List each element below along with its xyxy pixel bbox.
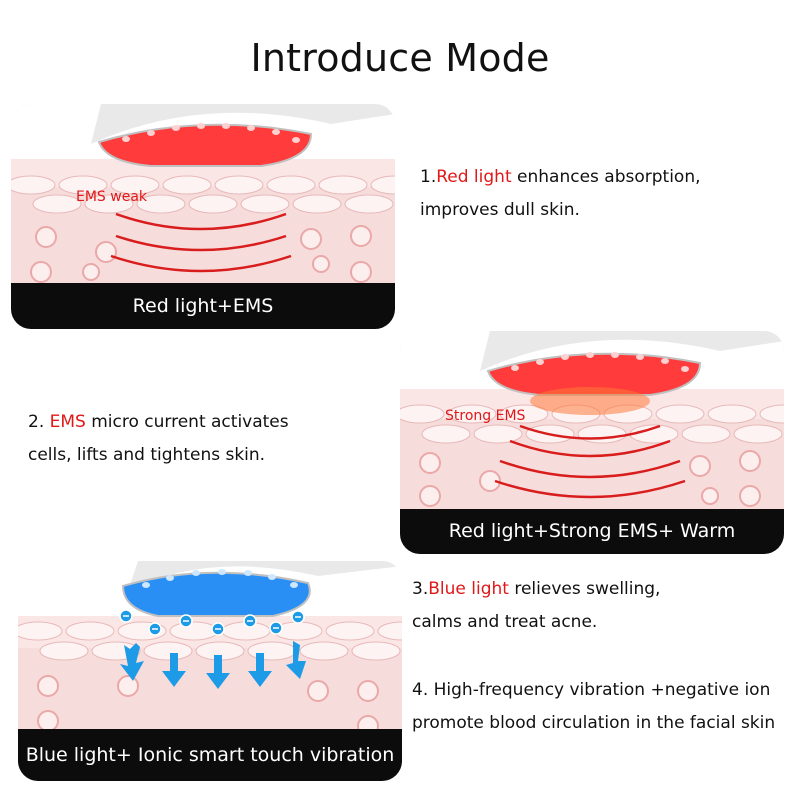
mode-card-blue-ionic: Blue light+ Ionic smart touch vibration (18, 561, 402, 781)
desc-number: 3. (412, 579, 429, 599)
desc-number: 1. (420, 167, 437, 187)
page-title: Introduce Mode (250, 36, 550, 80)
desc-blue-light: 3.Blue light relieves swelling, calms an… (412, 573, 660, 639)
desc-red-light: 1.Red light enhances absorption, improve… (420, 161, 701, 227)
desc-text: enhances absorption, (511, 167, 701, 187)
desc-highlight: Red light (436, 167, 512, 187)
desc-vibration: 4. High-frequency vibration +negative io… (412, 674, 775, 740)
desc-ems-line1: 2. EMS micro current activates (28, 406, 289, 439)
ems-weak-label: EMS weak (76, 189, 148, 205)
caption-strong-ems: Red light+Strong EMS+ Warm (400, 509, 784, 554)
desc-ems: 2. EMS micro current activates cells, li… (28, 406, 289, 472)
desc-vibration-line1: 4. High-frequency vibration +negative io… (412, 680, 771, 700)
strong-ems-label: Strong EMS (445, 408, 526, 424)
desc-blue-light-line1: 3.Blue light relieves swelling, (412, 573, 660, 606)
red-ems-illustration (11, 104, 395, 283)
desc-blue-light-line2: calms and treat acne. (412, 612, 598, 632)
desc-highlight: Blue light (428, 579, 509, 599)
desc-text: relieves swelling, (508, 579, 661, 599)
desc-red-light-line2: improves dull skin. (420, 200, 580, 220)
desc-number: 2. (28, 412, 50, 432)
caption-red-ems: Red light+EMS (11, 283, 395, 329)
desc-vibration-line2: promote blood circulation in the facial … (412, 713, 776, 733)
strong-ems-illustration (400, 331, 784, 507)
desc-highlight: EMS (49, 412, 86, 432)
desc-text: micro current activates (85, 412, 289, 432)
blue-ionic-illustration (18, 561, 402, 737)
desc-red-light-line1: 1.Red light enhances absorption, (420, 161, 701, 194)
desc-ems-line2: cells, lifts and tightens skin. (28, 445, 266, 465)
caption-blue-ionic: Blue light+ Ionic smart touch vibration (18, 729, 402, 781)
mode-card-red-ems: EMS weak Red light+EMS (11, 104, 395, 329)
mode-card-strong-ems: Strong EMS Red light+Strong EMS+ Warm (400, 331, 784, 554)
